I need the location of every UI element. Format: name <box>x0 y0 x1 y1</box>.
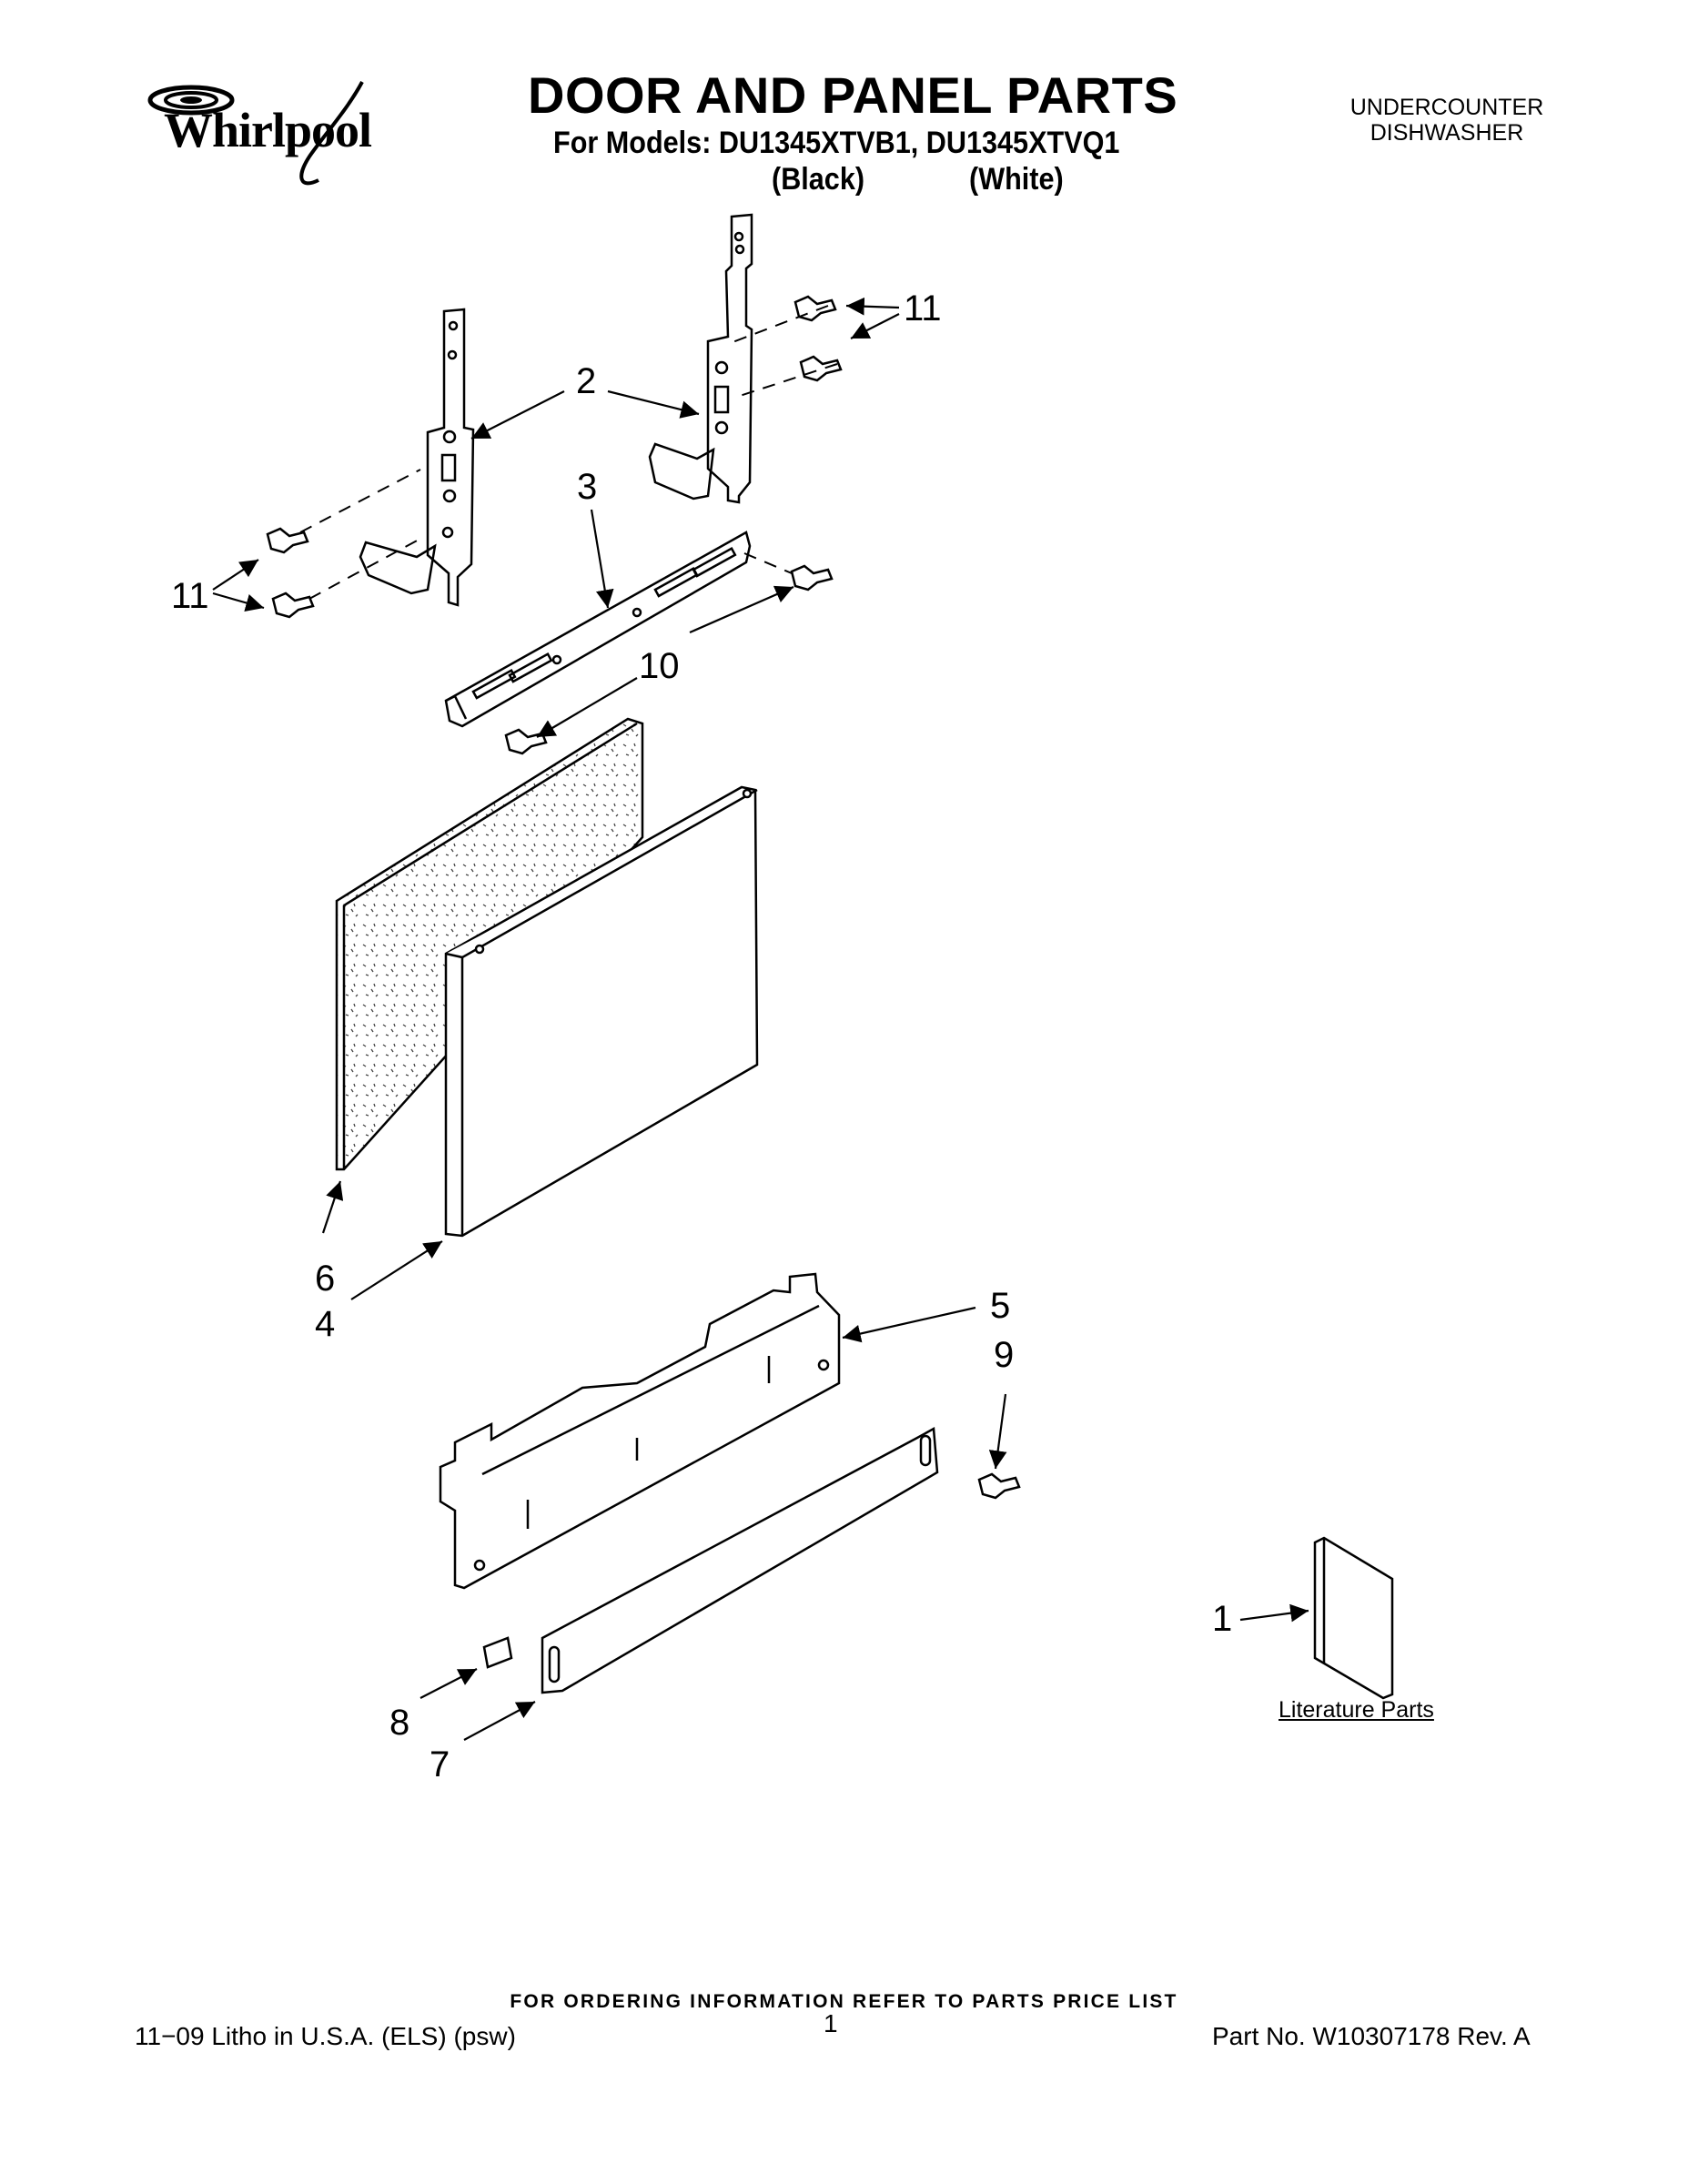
callout-label: 3 <box>577 467 597 507</box>
callout-label: 11 <box>904 288 942 329</box>
page-number: 1 <box>824 2009 838 2037</box>
callout-label: 5 <box>990 1286 1010 1326</box>
toe-kick-clip <box>482 1636 513 1669</box>
model-color-white: (White) <box>969 162 1064 197</box>
callout-label: 11 <box>171 576 209 616</box>
callout-label: 8 <box>389 1703 409 1743</box>
brand-logo <box>136 73 409 191</box>
callout-label: 1 <box>1212 1599 1232 1639</box>
models-line: For Models: DU1345XTVB1, DU1345XTVQ1 <box>553 126 1120 160</box>
hinge-screws <box>266 295 1021 1500</box>
logo-swirl-icon <box>147 81 364 186</box>
callout-label: 7 <box>430 1744 450 1785</box>
literature-parts-label: Literature Parts <box>1279 1697 1434 1723</box>
product-line-1: UNDERCOUNTER <box>1349 95 1544 120</box>
product-line-2: DISHWASHER <box>1370 120 1524 146</box>
brand-wordmark: Whirlpool <box>164 103 372 157</box>
callout-label: 4 <box>315 1304 335 1344</box>
assembly-guides <box>299 305 838 600</box>
callout-label: 2 <box>576 361 596 401</box>
toe-panel-bracket <box>439 1272 841 1590</box>
page-title: DOOR AND PANEL PARTS <box>528 66 1178 124</box>
callout-label: 9 <box>994 1335 1014 1375</box>
literature-booklet <box>1313 1536 1394 1700</box>
callout-label: 6 <box>315 1259 335 1299</box>
callout-numbers: 11 2 11 3 10 6 4 5 9 1 8 7 <box>171 288 1232 1785</box>
product-type: UNDERCOUNTER DISHWASHER <box>1274 95 1620 146</box>
door-panel <box>444 785 759 1238</box>
print-info: 11−09 Litho in U.S.A. (ELS) (psw) <box>135 2022 516 2050</box>
toe-kick-strip <box>541 1426 939 1694</box>
callout-label: 10 <box>639 646 680 686</box>
callout-arrows <box>212 297 1309 1741</box>
support-channel <box>444 531 752 728</box>
model-color-black: (Black) <box>772 162 865 197</box>
right-hinge-bracket <box>648 213 753 504</box>
part-number: Part No. W10307178 Rev. A <box>1212 2022 1531 2050</box>
left-hinge-bracket <box>359 308 475 607</box>
ordering-note: FOR ORDERING INFORMATION REFER TO PARTS … <box>510 1991 1178 2012</box>
